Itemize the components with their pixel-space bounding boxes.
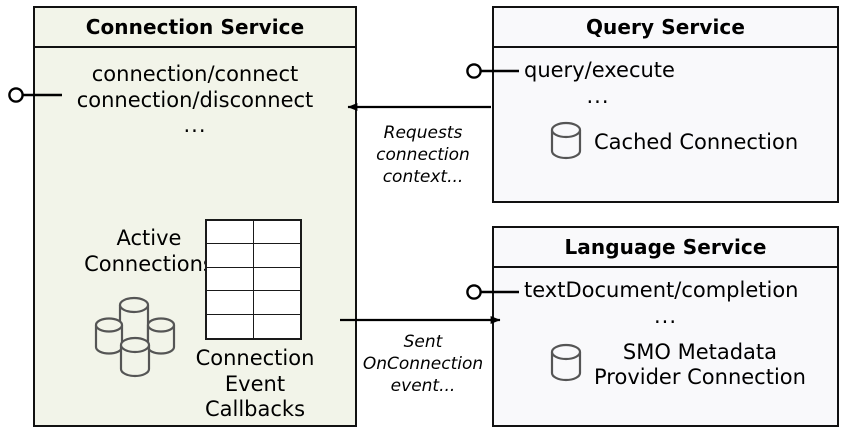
table-cell: [207, 314, 254, 338]
interface-textdocument-completion: textDocument/completion: [524, 278, 799, 302]
language-service-title: Language Service: [494, 228, 837, 268]
table-cell: [207, 221, 254, 245]
interface-query-execute: query/execute: [524, 58, 675, 82]
table-cell: [253, 291, 300, 315]
query-service-title: Query Service: [494, 8, 837, 48]
component-connection-service[interactable]: Connection Service connection/connect co…: [33, 6, 357, 427]
language-service-ellipsis: ...: [653, 303, 678, 328]
sent-label-line-3: event...: [390, 376, 456, 397]
smo-metadata-connection-row: SMO Metadata Provider Connection: [549, 340, 806, 390]
sent-label-line-1: Sent: [403, 332, 443, 352]
active-connections-label-line-1: Active: [116, 226, 182, 250]
query-service-interface-list: query/execute ...: [494, 58, 837, 109]
table-cell: [207, 291, 254, 315]
database-stack-icon: [90, 293, 190, 383]
query-service-body: query/execute ... Cached Connection: [494, 48, 837, 201]
table-cell: [253, 268, 300, 292]
table-cell: [254, 315, 301, 338]
connection-event-callbacks-table: [205, 219, 302, 340]
connection-event-callbacks-label: Connection Event Callbacks: [175, 346, 335, 423]
cached-connection-caption: Cached Connection: [594, 130, 799, 155]
callbacks-label-line-2: Event: [224, 371, 286, 396]
requests-label-line-2: connection: [376, 145, 470, 166]
arrow-label-sent-onconnection-event: Sent OnConnection event...: [353, 331, 493, 397]
table-cell: [207, 267, 254, 292]
interface-connection-connect: connection/connect: [91, 62, 299, 86]
table-cell: [253, 221, 300, 245]
smo-caption-line-1: SMO Metadata: [622, 340, 778, 364]
active-connections-label-line-2: Connections: [84, 251, 214, 276]
query-service-ellipsis: ...: [586, 83, 610, 108]
requests-label-line-3: context...: [382, 167, 464, 188]
connection-service-ellipsis: ...: [183, 113, 207, 138]
callbacks-label-line-3: Callbacks: [204, 397, 306, 422]
cached-connection-row: Cached Connection: [549, 120, 798, 166]
active-connections-label: Active Connections: [79, 226, 219, 277]
table-cell: [253, 244, 300, 268]
arrow-label-requests-connection-context: Requests connection context...: [358, 122, 488, 188]
table-cell: [207, 244, 254, 268]
smo-caption-line-2: Provider Connection: [594, 365, 806, 390]
connection-service-title: Connection Service: [35, 8, 355, 48]
component-query-service[interactable]: Query Service query/execute ... Cached C…: [492, 6, 839, 203]
callbacks-label-line-1: Connection: [195, 346, 315, 370]
connection-service-interface-list: connection/connect connection/disconnect…: [35, 62, 355, 139]
requests-label-line-1: Requests: [383, 123, 463, 143]
database-cylinder-icon: [549, 120, 583, 166]
component-language-service[interactable]: Language Service textDocument/completion…: [492, 226, 839, 427]
sent-label-line-2: OnConnection: [362, 354, 484, 375]
smo-metadata-connection-caption: SMO Metadata Provider Connection: [594, 340, 806, 390]
language-service-body: textDocument/completion ... SMO Metadata…: [494, 268, 837, 425]
database-cylinder-icon: [549, 342, 583, 388]
connection-service-body: connection/connect connection/disconnect…: [35, 48, 355, 425]
interface-connection-disconnect: connection/disconnect: [76, 87, 314, 112]
language-service-interface-list: textDocument/completion ...: [494, 278, 837, 329]
